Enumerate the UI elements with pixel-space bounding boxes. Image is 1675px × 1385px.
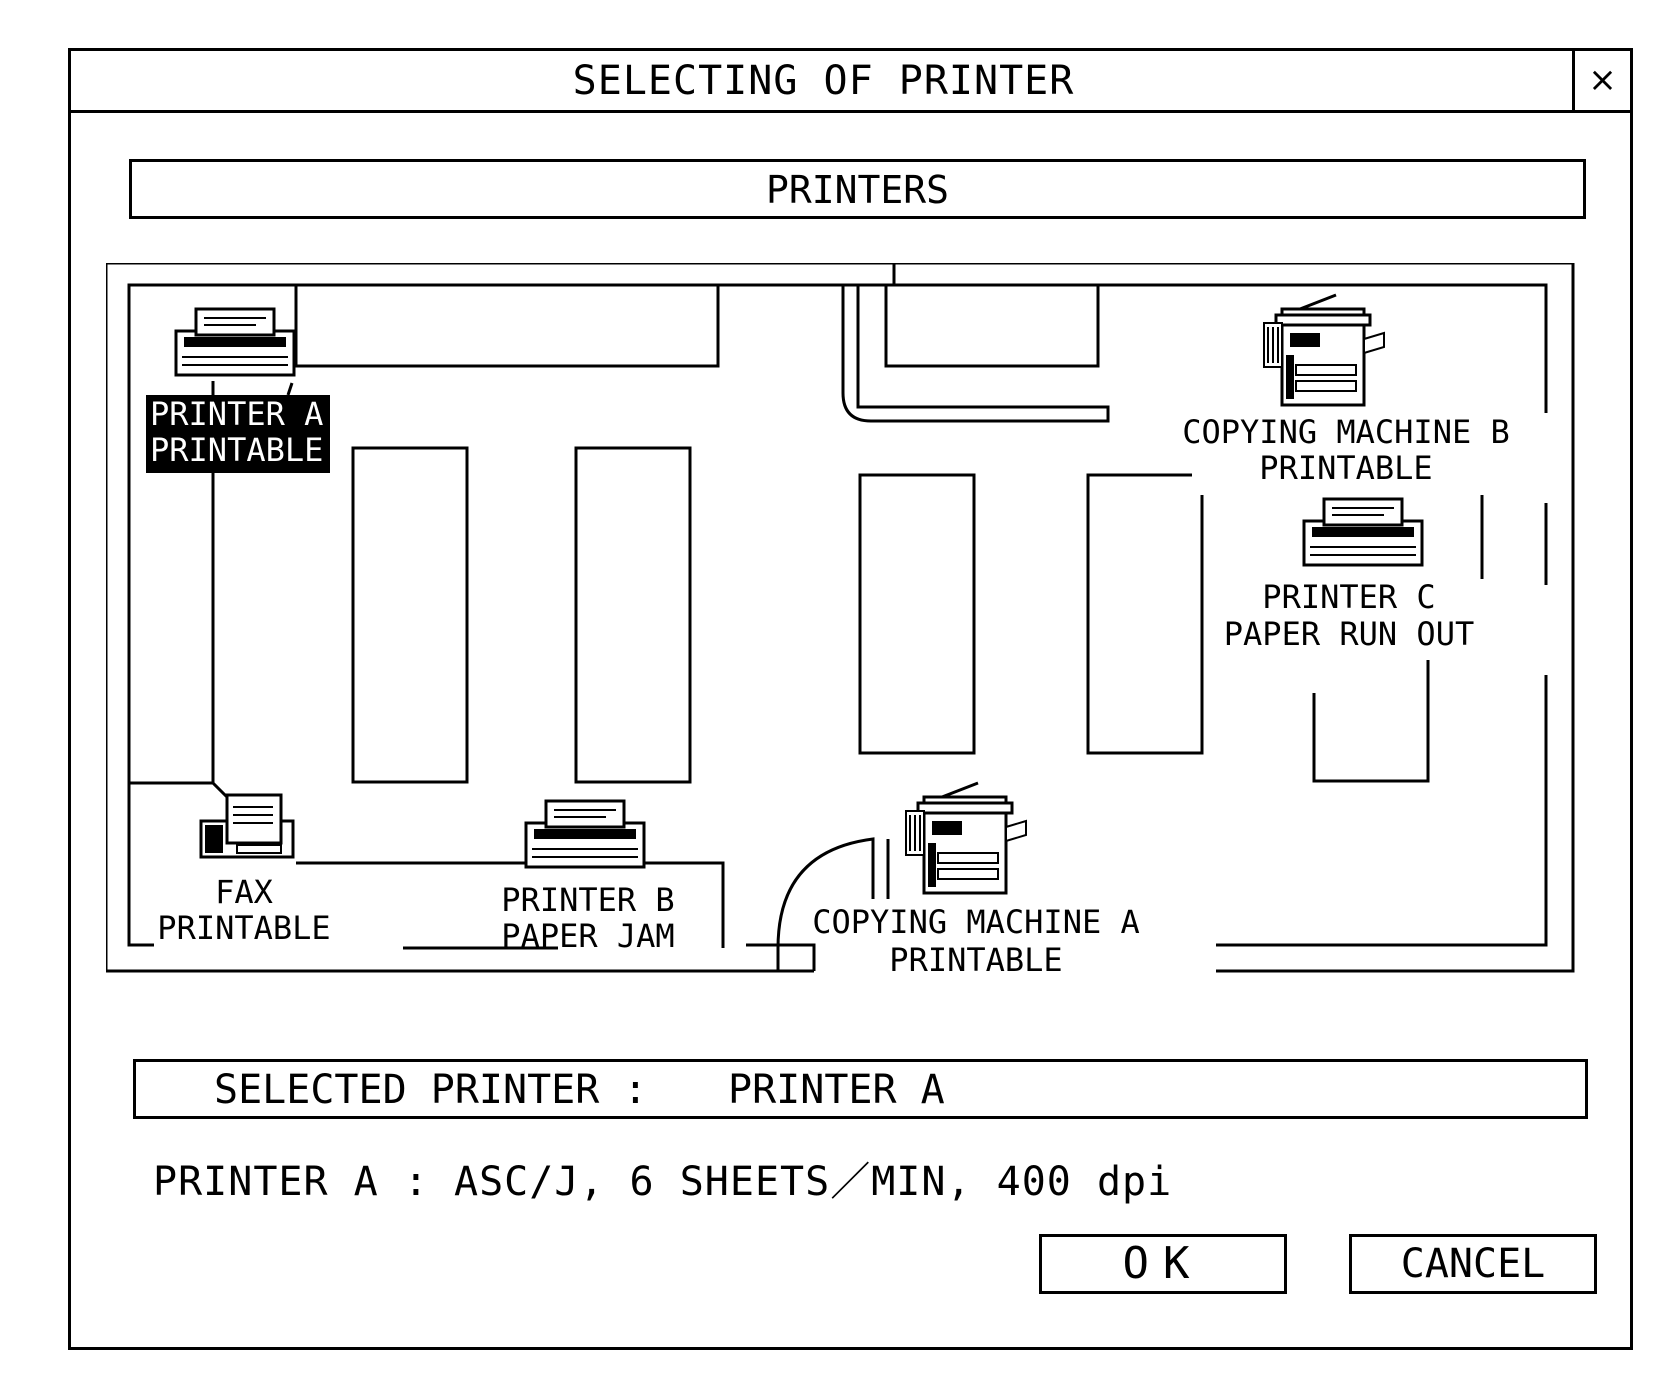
title-bar: SELECTING OF PRINTER × [71,51,1630,113]
device-name: PRINTER A [150,395,323,433]
device-name: FAX [215,873,273,911]
close-button[interactable]: × [1572,51,1630,110]
device-name: PRINTER C [1262,578,1435,616]
device-name: COPYING MACHINE B [1182,413,1510,451]
copier-icon [906,783,1026,893]
top-rooms [296,285,1108,421]
printer-icon [176,309,294,375]
device-status: PRINTABLE [889,941,1062,979]
selected-printer-field: SELECTED PRINTER : PRINTER A [133,1059,1588,1119]
device-copying-machine-b[interactable]: COPYING MACHINE B PRINTABLE [1182,295,1510,487]
device-copying-machine-a[interactable]: COPYING MACHINE A PRINTABLE [812,783,1140,979]
dialog-title: SELECTING OF PRINTER [71,51,1576,110]
ok-button[interactable]: OK [1039,1234,1287,1294]
printer-icon [1304,499,1422,565]
printer-selection-dialog: SELECTING OF PRINTER × PRINTERS [68,48,1633,1350]
printer-icon [526,801,644,867]
device-status: PAPER RUN OUT [1224,615,1474,653]
floor-map: PRINTER A PRINTABLE COPYING MACHINE B PR… [106,263,1576,1008]
copier-icon [1264,295,1384,405]
selected-printer-value: PRINTER A [728,1062,945,1118]
device-status: PRINTABLE [1259,449,1432,487]
device-printer-b[interactable]: PRINTER B PAPER JAM [501,801,674,955]
device-name: COPYING MACHINE A [812,903,1140,941]
cancel-button[interactable]: CANCEL [1349,1234,1597,1294]
device-name: PRINTER B [501,881,674,919]
printers-header: PRINTERS [129,159,1586,219]
device-status: PRINTABLE [150,431,323,469]
device-printer-c[interactable]: PRINTER C PAPER RUN OUT [1224,499,1474,653]
fax-icon [201,795,293,857]
device-status: PAPER JAM [501,917,674,955]
selected-printer-label: SELECTED PRINTER : [214,1062,647,1118]
device-printer-a[interactable]: PRINTER A PRINTABLE [146,309,330,473]
device-fax[interactable]: FAX PRINTABLE [157,795,330,947]
close-icon: × [1588,60,1617,100]
device-status: PRINTABLE [157,909,330,947]
printer-spec-text: PRINTER A : ASC/J, 6 SHEETS／MIN, 400 dpi [153,1149,1172,1207]
